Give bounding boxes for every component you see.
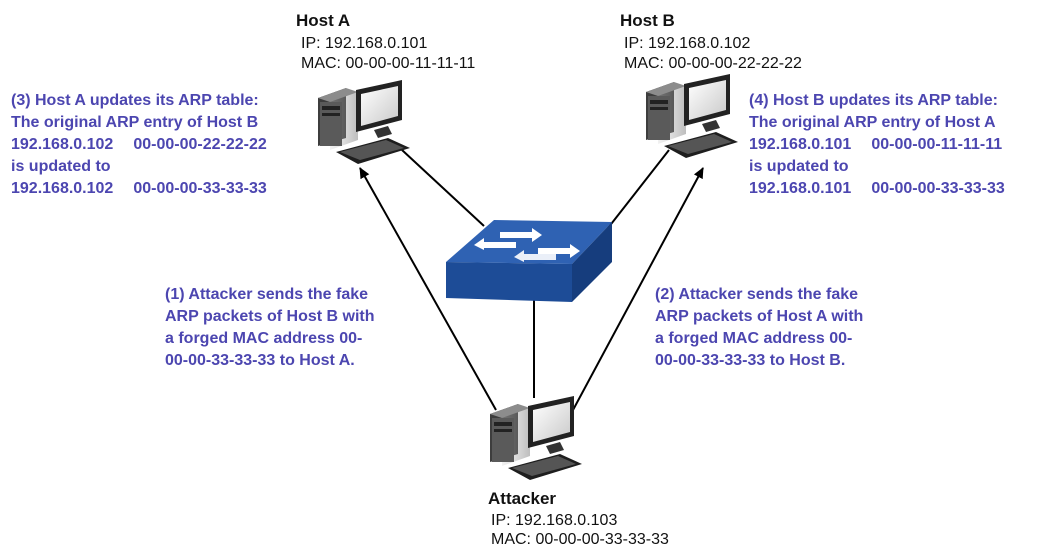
note-line: The original ARP entry of Host B — [11, 114, 259, 131]
entry-ip: 192.168.0.102 — [11, 136, 114, 153]
ip-value: 192.168.0.103 — [515, 512, 618, 529]
note-line: (1) Attacker sends the fake — [165, 286, 369, 303]
note-entry-old: 192.168.0.101 00-00-00-11-11-11 — [749, 134, 1005, 156]
mac-value: 00-00-00-22-22-22 — [668, 55, 802, 72]
note-line: a forged MAC address 00- — [165, 330, 363, 347]
host-b-title: Host B — [620, 11, 675, 30]
note-line: The original ARP entry of Host A — [749, 114, 996, 131]
entry-mac: 00-00-00-11-11-11 — [871, 136, 1003, 153]
entry-ip: 192.168.0.102 — [11, 180, 114, 197]
attacker-title: Attacker — [488, 489, 557, 508]
mac-value: 00-00-00-11-11-11 — [345, 55, 476, 72]
host-a-mac: MAC: 00-00-00-11-11-11 — [301, 55, 475, 73]
computer-icon — [318, 80, 410, 164]
host-a-ip: IP: 192.168.0.101 — [301, 35, 427, 53]
note-step1: (1) Attacker sends the fake ARP packets … — [165, 284, 375, 372]
link-hostA-switch — [401, 149, 485, 227]
note-line: 00-00-33-33-33 to Host A. — [165, 352, 355, 369]
arrow-to-hostA — [359, 167, 497, 411]
ip-label: IP: — [491, 512, 511, 529]
arrow-to-hostB — [572, 167, 704, 411]
note-line: 00-00-33-33-33 to Host B. — [655, 352, 846, 369]
ip-value: 192.168.0.102 — [648, 35, 751, 52]
note-line: (4) Host B updates its ARP table: — [749, 92, 998, 109]
switch-arrows-icon — [474, 228, 580, 262]
link-hostB-switch — [607, 149, 670, 229]
computer-icon — [490, 396, 582, 480]
host-b-mac: MAC: 00-00-00-22-22-22 — [624, 55, 802, 73]
entry-mac: 00-00-00-33-33-33 — [133, 180, 267, 197]
note-line: ARP packets of Host B with — [165, 308, 375, 325]
mac-label: MAC: — [624, 55, 664, 72]
note-entry-old: 192.168.0.102 00-00-00-22-22-22 — [11, 134, 267, 156]
switch-icon — [446, 220, 612, 302]
entry-mac: 00-00-00-33-33-33 — [871, 180, 1005, 197]
note-step2: (2) Attacker sends the fake ARP packets … — [655, 284, 863, 372]
note-step3: (3) Host A updates its ARP table: The or… — [11, 90, 267, 200]
entry-ip: 192.168.0.101 — [749, 180, 852, 197]
note-line: is updated to — [11, 158, 111, 175]
mac-value: 00-00-00-33-33-33 — [535, 531, 669, 548]
ip-label: IP: — [301, 35, 321, 52]
attacker-ip: IP: 192.168.0.103 — [491, 512, 617, 530]
host-a-title: Host A — [296, 11, 351, 30]
note-line: a forged MAC address 00- — [655, 330, 853, 347]
mac-label: MAC: — [301, 55, 341, 72]
host-b-ip: IP: 192.168.0.102 — [624, 35, 750, 53]
ip-value: 192.168.0.101 — [325, 35, 428, 52]
computer-icon — [646, 74, 738, 158]
mac-label: MAC: — [491, 531, 531, 548]
note-entry-new: 192.168.0.102 00-00-00-33-33-33 — [11, 178, 267, 200]
ip-label: IP: — [624, 35, 644, 52]
note-step4: (4) Host B updates its ARP table: The or… — [749, 90, 1005, 200]
note-line: (2) Attacker sends the fake — [655, 286, 859, 303]
note-line: is updated to — [749, 158, 849, 175]
note-line: ARP packets of Host A with — [655, 308, 864, 325]
entry-ip: 192.168.0.101 — [749, 136, 852, 153]
note-line: (3) Host A updates its ARP table: — [11, 92, 259, 109]
entry-mac: 00-00-00-22-22-22 — [133, 136, 267, 153]
note-entry-new: 192.168.0.101 00-00-00-33-33-33 — [749, 178, 1005, 200]
attacker-mac: MAC: 00-00-00-33-33-33 — [491, 531, 669, 549]
